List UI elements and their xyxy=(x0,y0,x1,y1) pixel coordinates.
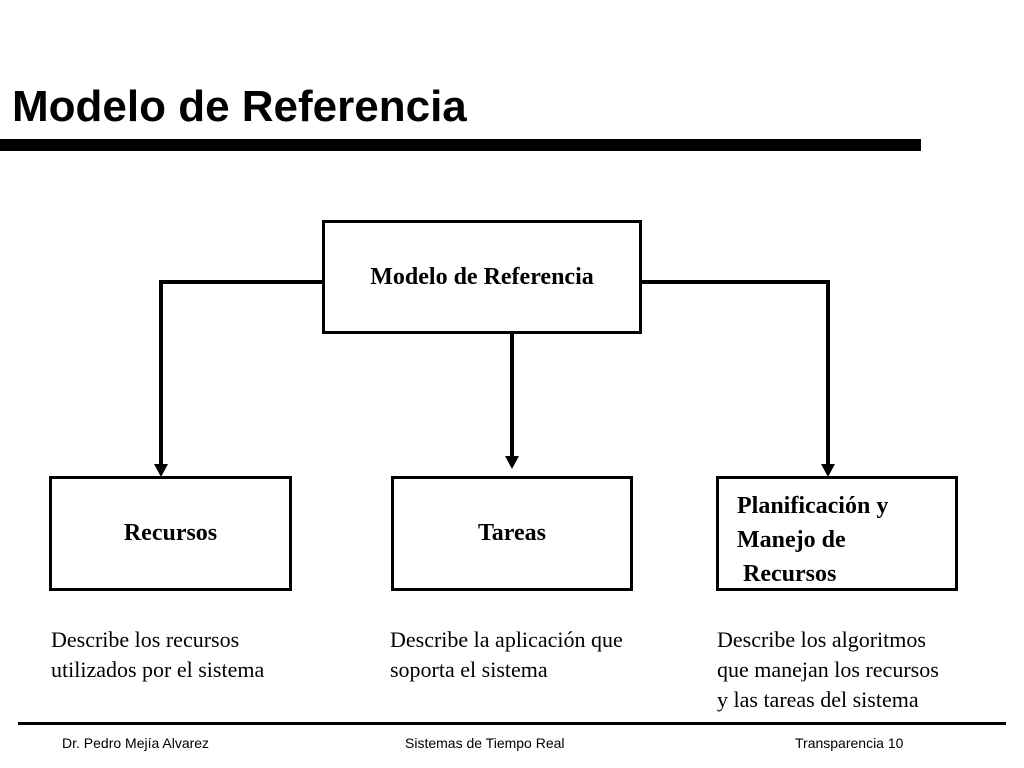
footer-author: Dr. Pedro Mejía Alvarez xyxy=(62,735,210,751)
recursos-description-line: utilizados por el sistema xyxy=(51,657,265,682)
arrowhead-center xyxy=(505,456,519,469)
connector-right xyxy=(642,280,830,467)
tareas-description: Describe la aplicación que soporta el si… xyxy=(390,625,623,685)
planificacion-description-line: que manejan los recursos xyxy=(717,657,939,682)
root-box: Modelo de Referencia xyxy=(322,220,642,334)
planificacion-description-line: y las tareas del sistema xyxy=(717,687,919,712)
tareas-box: Tareas xyxy=(391,476,633,591)
planificacion-box: Planificación y Manejo de Recursos xyxy=(716,476,958,591)
footer-divider xyxy=(18,722,1006,725)
arrowhead-right xyxy=(821,464,835,477)
connector-left xyxy=(159,280,322,467)
footer-course: Sistemas de Tiempo Real xyxy=(405,735,565,751)
footer-page-number: Transparencia 10 xyxy=(795,735,904,751)
recursos-box-label: Recursos xyxy=(123,520,218,546)
recursos-description-line: Describe los recursos xyxy=(51,627,240,652)
slide-title: Modelo de Referencia xyxy=(12,82,467,131)
recursos-box: Recursos xyxy=(49,476,292,591)
planificacion-box-label-line: Recursos xyxy=(737,561,837,587)
tareas-description-line: soporta el sistema xyxy=(390,657,548,682)
planificacion-box-label-line: Planificación y xyxy=(737,493,889,519)
planificacion-box-label-line: Manejo de xyxy=(737,527,846,553)
tareas-description-line: Describe la aplicación que xyxy=(390,627,623,652)
recursos-description: Describe los recursos utilizados por el … xyxy=(51,625,264,685)
planificacion-description-line: Describe los algoritmos xyxy=(717,627,926,652)
root-box-label: Modelo de Referencia xyxy=(370,263,594,290)
tareas-box-label: Tareas xyxy=(477,520,546,546)
title-underline xyxy=(0,139,921,151)
arrowhead-left xyxy=(154,464,168,477)
planificacion-description: Describe los algoritmos que manejan los … xyxy=(717,625,939,715)
